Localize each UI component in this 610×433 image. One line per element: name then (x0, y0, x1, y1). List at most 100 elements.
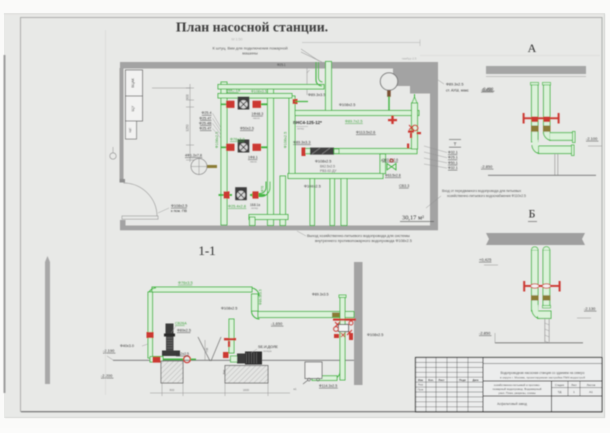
svg-text:Ф25.4: Ф25.4 (202, 111, 212, 115)
svg-text:Ф40х3.0: Ф40х3.0 (120, 344, 134, 348)
svg-text:ТД: ТД (558, 390, 562, 394)
svg-text:-0,450: -0,450 (481, 87, 493, 92)
svg-text:Ф108х2.5: Ф108х2.5 (284, 132, 288, 148)
svg-text:М 1:50: М 1:50 (232, 38, 243, 42)
svg-text:СВ3.3: СВ3.3 (399, 184, 409, 188)
svg-text:Ф50.1: Ф50.1 (448, 161, 458, 165)
svg-text:1: 1 (573, 390, 575, 394)
svg-text:Разр: Разр (418, 384, 424, 387)
svg-text:1Б8.1а: 1Б8.1а (250, 203, 260, 207)
svg-text:1Ф8.1: 1Ф8.1 (248, 156, 258, 160)
svg-text:Ф108х2.5: Ф108х2.5 (367, 333, 383, 337)
svg-text:-2.100: -2.100 (586, 136, 598, 141)
svg-text:литер: литер (297, 128, 305, 131)
svg-text:ОВ3.5х2.6: ОВ3.5х2.6 (382, 158, 398, 162)
svg-text:ЩС: ЩС (128, 127, 132, 133)
svg-text:Ф89.3х3.3: Ф89.3х3.3 (293, 141, 310, 145)
svg-text:Ф32.1: Ф32.1 (448, 151, 458, 155)
svg-text:900: 900 (186, 94, 190, 100)
svg-text:литер: литер (251, 207, 259, 210)
svg-text:4Ф1.3х7.8: 4Ф1.3х7.8 (185, 154, 202, 158)
svg-text:30,17 м²: 30,17 м² (402, 215, 424, 222)
svg-text:к пож. ПВ: к пож. ПВ (171, 209, 187, 213)
svg-text:хозяйственно-питьевой и против: хозяйственно-питьевой и противо- (494, 383, 540, 387)
svg-text:1250: 1250 (186, 124, 190, 131)
svg-text:-0,450: -0,450 (482, 86, 494, 91)
svg-text:Т: Т (454, 142, 457, 147)
svg-text:Ф89.7х2.5: Ф89.7х2.5 (345, 120, 362, 124)
svg-text:А3: А3 (381, 159, 385, 163)
svg-text:Ф114.3х2.5: Ф114.3х2.5 (319, 384, 337, 388)
svg-text:Ф25.1: Ф25.1 (448, 156, 458, 160)
svg-text:Лист: Лист (438, 378, 445, 382)
svg-text:Ф25.4х2.8: Ф25.4х2.8 (228, 204, 246, 209)
svg-text:Ф76: Ф76 (261, 186, 265, 192)
svg-text:Ф89.5х3.5: Ф89.5х3.5 (259, 289, 263, 305)
svg-text:ВК2.5х2.5: ВК2.5х2.5 (320, 164, 335, 168)
svg-text:Ф32.1: Ф32.1 (448, 166, 458, 170)
svg-text:Ф63.5х2.8: Ф63.5х2.8 (385, 174, 401, 178)
svg-text:тамбур 2,5: тамбур 2,5 (402, 57, 417, 61)
svg-text:ВНС4-125-12*: ВНС4-125-12* (293, 120, 322, 125)
svg-text:800: 800 (170, 388, 175, 392)
svg-text:1-1: 1-1 (198, 243, 215, 258)
svg-text:узел. План, разрезы, схемы: узел. План, разрезы, схемы (498, 391, 535, 395)
svg-text:машины: машины (242, 51, 258, 56)
svg-text:ЩУ: ЩУ (131, 105, 135, 111)
svg-text:Пров: Пров (418, 388, 424, 391)
svg-text:-2.200: -2.200 (101, 373, 113, 378)
svg-text:Изм: Изм (418, 378, 423, 382)
svg-text:насос: насос (253, 117, 261, 120)
svg-text:Ф89.3х2.5: Ф89.3х2.5 (446, 83, 463, 87)
svg-text:Ф25.1: Ф25.1 (277, 63, 286, 67)
svg-text:К штуц. Вкм для подключения по: К штуц. Вкм для подключения пожарной (212, 46, 287, 51)
svg-text:Дата: Дата (472, 378, 479, 382)
svg-text:Ф108х2.5: Ф108х2.5 (339, 103, 355, 107)
svg-text:Ф108х2.5: Ф108х2.5 (304, 184, 321, 189)
svg-text:Ф89.3х3.5: Ф89.3х3.5 (308, 93, 325, 97)
svg-text:ВЦАК: ВЦАК (131, 77, 135, 87)
svg-text:А1: А1 (589, 390, 593, 394)
svg-text:Кол.: Кол. (428, 378, 434, 382)
svg-text:в округе г. Москва, проектируе: в округе г. Москва, проектируемая застро… (500, 376, 585, 380)
svg-text:-2.130: -2.130 (584, 306, 596, 311)
svg-text:хозяйственно-питьевого водосна: хозяйственно-питьевого водоснабжения Ф11… (447, 194, 526, 198)
svg-text:в1: в1 (293, 387, 296, 391)
svg-text:ВК2х2.5: ВК2х2.5 (176, 352, 189, 356)
svg-text:насос: насос (250, 161, 258, 164)
svg-text:Ф50х2.5: Ф50х2.5 (240, 127, 254, 131)
svg-text:внутреннего противопожарного в: внутреннего противопожарного водопровода… (315, 239, 412, 243)
svg-text:Ф113.5х2.6: Ф113.5х2.6 (356, 131, 375, 135)
svg-text:-2.190: -2.190 (103, 348, 115, 353)
svg-text:SE.И.ДОЛЕ: SE.И.ДОЛЕ (258, 345, 278, 349)
svg-text:Ф108х2.5: Ф108х2.5 (171, 204, 187, 208)
svg-text:Ф108х2.5: Ф108х2.5 (221, 307, 237, 311)
svg-text:Ф76х3.0: Ф76х3.0 (230, 137, 245, 142)
svg-text:План насосной станции.: План насосной станции. (176, 20, 328, 35)
svg-text:+0,425: +0,425 (479, 257, 492, 262)
svg-text:-2.850: -2.850 (481, 164, 493, 169)
svg-text:РВ3-02-ДУ: РВ3-02-ДУ (320, 169, 337, 173)
svg-text:пожарный водопровод. Водомерны: пожарный водопровод. Водомерный (492, 387, 541, 391)
svg-text:-1,650: -1,650 (271, 321, 283, 326)
svg-text:Ф25.4Т: Ф25.4Т (199, 127, 212, 131)
svg-text:1600: 1600 (243, 388, 250, 392)
svg-text:ПВ: ПВ (205, 348, 209, 352)
svg-text:Водопроводная насосная станция: Водопроводная насосная станция со здание… (500, 371, 584, 375)
svg-text:Стадия: Стадия (555, 383, 565, 387)
svg-text:Ф89.3х3.5: Ф89.3х3.5 (312, 293, 329, 297)
svg-text:Б: Б (529, 207, 536, 221)
svg-text:ст. АУШ, макс: ст. АУШ, макс (446, 89, 469, 93)
svg-text:Вход от передвижного водопрово: Вход от передвижного водопровода для пит… (442, 189, 521, 193)
svg-text:А: А (528, 41, 537, 55)
svg-text:Выход хозяйственно-питьевого в: Выход хозяйственно-питьевого водопровода… (307, 234, 410, 238)
svg-text:Подп: Подп (459, 378, 466, 382)
svg-text:Ф108х2.5: Ф108х2.5 (315, 159, 331, 163)
svg-text:Ф89х2.5: Ф89х2.5 (177, 329, 191, 333)
svg-text:Ф25.4Т: Ф25.4Т (199, 116, 212, 120)
svg-text:ПВС-1а: ПВС-1а (226, 88, 241, 93)
svg-text:Асфальтовый завод: Асфальтовый завод (497, 402, 527, 406)
svg-text:Листов: Листов (587, 383, 596, 387)
svg-text:1Ф48.3: 1Ф48.3 (252, 112, 264, 116)
svg-text:Ф25.4В: Ф25.4В (199, 121, 212, 125)
